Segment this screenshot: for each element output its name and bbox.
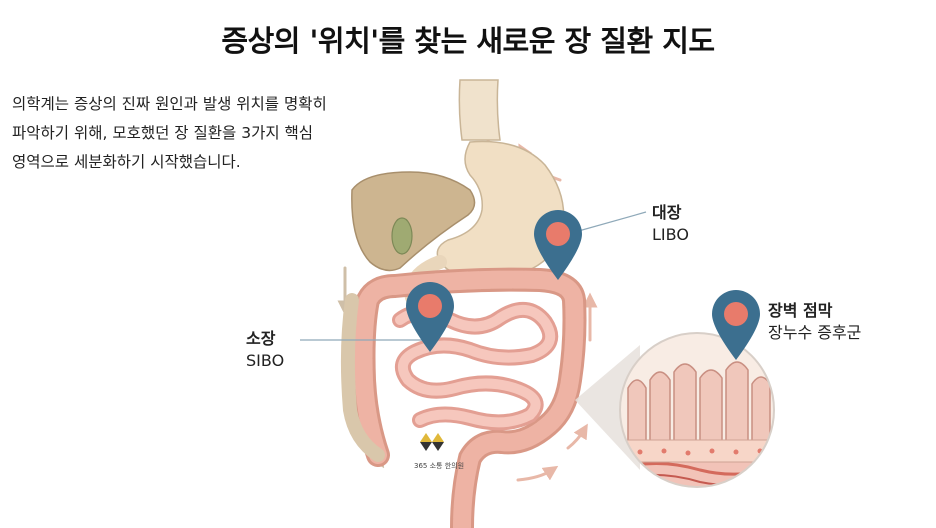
label-large-intestine-code: LIBO (652, 225, 689, 244)
pin-gut-wall (712, 290, 760, 360)
label-small-intestine-code: SIBO (246, 351, 285, 370)
label-gut-wall-name: 장벽 점막 (768, 301, 833, 320)
zoom-wedge (575, 345, 640, 470)
label-gut-wall: 장벽 점막 장누수 증후군 (768, 300, 861, 344)
leader-large-intestine (574, 211, 647, 233)
pin-small-intestine (406, 282, 454, 352)
intro-line-1: 의학계는 증상의 진짜 원인과 발생 위치를 명확히 (12, 95, 327, 113)
pin-large-intestine (534, 210, 582, 280)
page-title: 증상의 '위치'를 찾는 새로운 장 질환 지도 (221, 24, 715, 58)
intro-line-2: 파악하기 위해, 모호했던 장 질환을 3가지 핵심 (12, 124, 314, 142)
small-intestine (392, 302, 559, 431)
intro-text: 의학계는 증상의 진짜 원인과 발생 위치를 명확히 파악하기 위해, 모호했던… (12, 90, 392, 177)
gallbladder (391, 217, 413, 255)
arrow-bottom-right (566, 423, 588, 450)
label-small-intestine: 소장 SIBO (246, 328, 284, 372)
arrow-bottom (516, 465, 559, 482)
logo-mark (420, 433, 444, 451)
large-intestine (340, 267, 587, 528)
logo-text: 365 소통 한의원 (414, 462, 465, 470)
gut-wall-zoom (619, 332, 775, 488)
label-large-intestine-name: 대장 (652, 203, 682, 222)
esophagus (458, 79, 501, 141)
liver (351, 171, 476, 272)
label-large-intestine: 대장 LIBO (652, 202, 689, 246)
label-gut-wall-condition: 장누수 증후군 (768, 323, 862, 342)
label-small-intestine-name: 소장 (246, 329, 276, 348)
intro-line-3: 영역으로 세분화하기 시작했습니다. (12, 153, 241, 171)
